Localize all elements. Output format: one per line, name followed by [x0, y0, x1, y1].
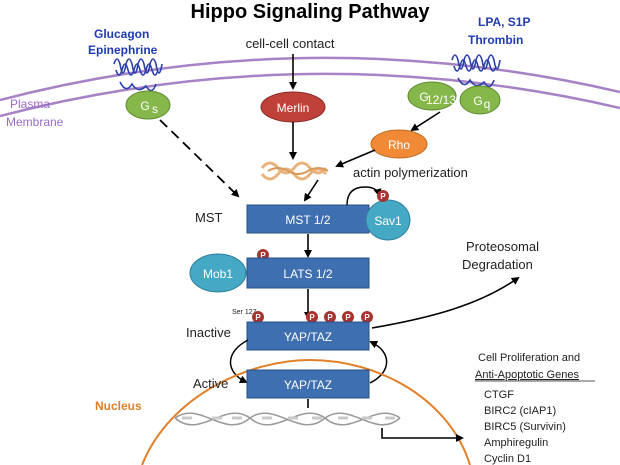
mob1-label: Mob1: [203, 267, 233, 281]
cell-cell-contact-label: cell-cell contact: [246, 36, 335, 51]
yaptaz-inactive-label: YAP/TAZ: [284, 330, 332, 344]
rho-to-actin-arrow: [335, 149, 376, 168]
genes-heading-line2: Anti-Apoptotic Genes: [475, 369, 579, 381]
merlin-node: Merlin: [260, 91, 326, 123]
yaptaz-active-node: YAP/TAZ: [246, 369, 370, 399]
svg-text:P: P: [327, 313, 333, 322]
phospho-yap-3: P: [324, 311, 336, 323]
phospho-yap-5: P: [361, 311, 373, 323]
dna-helix-icon: [174, 412, 401, 426]
mst-side-label: MST: [195, 210, 223, 225]
gs-label: G: [140, 99, 149, 113]
mst12-label: MST 1/2: [285, 213, 330, 227]
rho-label: Rho: [388, 138, 410, 152]
gene-item: BIRC2 (cIAP1): [484, 405, 556, 417]
dna-to-genes-arrow: [381, 428, 464, 442]
actin-polymerization-label: actin polymerization: [353, 165, 468, 180]
inactive-to-active-arrow: [229, 339, 249, 384]
g1213-subscript: 12/13: [426, 93, 456, 107]
rho-node: Rho: [370, 129, 428, 159]
gq-subscript: q: [484, 97, 491, 111]
phospho-sav1: P: [377, 190, 389, 202]
actin-filament-icon: [260, 161, 329, 181]
ligand-epinephrine-label: Epinephrine: [88, 43, 158, 57]
svg-text:P: P: [364, 313, 370, 322]
gq-label: G: [473, 94, 482, 108]
lats12-node: LATS 1/2: [246, 257, 370, 289]
gs-subscript: s: [152, 102, 158, 116]
nucleus-membrane: [141, 358, 471, 465]
lats12-label: LATS 1/2: [283, 267, 332, 281]
diagram-title: Hippo Signaling Pathway: [191, 1, 431, 23]
mob1-node: Mob1: [189, 253, 247, 293]
svg-text:P: P: [255, 313, 261, 322]
g1213-label: G: [419, 90, 428, 104]
membrane-label-line1: Plasma: [10, 97, 50, 111]
degradation-label: Degradation: [462, 257, 533, 272]
g1213-protein-node: G 12/13: [407, 81, 457, 111]
yaptaz-inactive-node: YAP/TAZ: [246, 321, 370, 351]
svg-text:P: P: [345, 313, 351, 322]
active-label: Active: [193, 376, 228, 391]
gene-item: Amphiregulin: [484, 437, 548, 449]
proteosomal-label: Proteosomal: [466, 239, 539, 254]
gene-item: BIRC5 (Survivin): [484, 421, 566, 433]
phospho-yap-4: P: [342, 311, 354, 323]
actin-to-mst-arrow: [303, 179, 319, 202]
g-to-rho-arrow: [410, 111, 441, 132]
sav1-node: Sav1: [365, 199, 411, 241]
phospho-yap-1: P: [252, 311, 264, 323]
gs-protein-node: G s: [125, 90, 171, 120]
sav1-autophosphorylation-arrow: [346, 186, 382, 206]
svg-text:P: P: [260, 251, 266, 260]
svg-text:P: P: [380, 192, 386, 201]
ligand-thrombin-label: Thrombin: [468, 33, 523, 47]
ligand-glucagon-label: Glucagon: [94, 27, 149, 41]
gene-item: CTGF: [484, 389, 514, 401]
merlin-label: Merlin: [277, 101, 310, 115]
right-gpcr-receptor-icon: [451, 54, 501, 88]
nucleus-label: Nucleus: [95, 399, 142, 413]
sav1-label: Sav1: [374, 214, 402, 228]
ligand-lpa-s1p-label: LPA, S1P: [478, 15, 530, 29]
to-degradation-arrow: [371, 276, 520, 329]
gene-item: Cyclin D1: [484, 453, 531, 465]
plasma-membrane: [0, 56, 620, 118]
active-to-inactive-arrow: [369, 340, 388, 384]
membrane-label-line2: Membrane: [6, 115, 64, 129]
gq-protein-node: G q: [459, 85, 501, 115]
left-gpcr-receptor-icon: [113, 58, 163, 92]
yaptaz-active-label: YAP/TAZ: [284, 378, 332, 392]
phospho-yap-2: P: [306, 311, 318, 323]
mst12-node: MST 1/2: [246, 204, 370, 234]
genes-heading-line1: Cell Proliferation and: [478, 352, 580, 364]
ser127-label: Ser 127: [232, 309, 257, 316]
svg-text:P: P: [309, 313, 315, 322]
gs-to-mst-dashed-arrow: [159, 119, 240, 198]
inactive-label: Inactive: [186, 325, 231, 340]
